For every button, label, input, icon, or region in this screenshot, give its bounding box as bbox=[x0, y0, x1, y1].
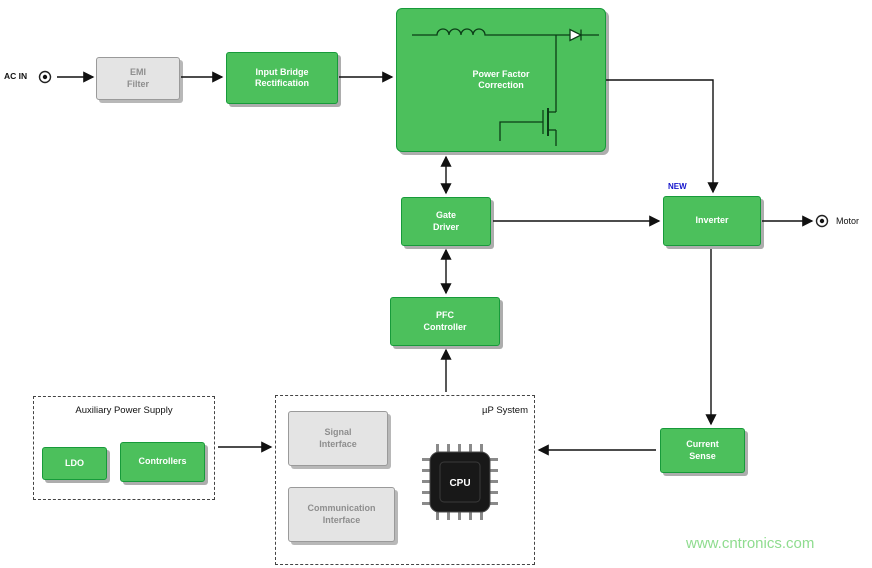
pfc-line1: Power Factor bbox=[472, 68, 530, 79]
communication-interface-line2: Interface bbox=[322, 514, 361, 525]
aux-power-supply-group bbox=[33, 396, 215, 500]
motor-terminal-icon bbox=[815, 214, 829, 228]
input-bridge-block: Input Bridge Rectification bbox=[226, 52, 338, 104]
controllers-block: Controllers bbox=[120, 442, 205, 482]
pfc-block: Power Factor Correction bbox=[396, 8, 606, 152]
gate-driver-line1: Gate bbox=[435, 210, 456, 221]
ldo-label: LDO bbox=[65, 457, 84, 468]
input-bridge-line2: Rectification bbox=[254, 78, 309, 88]
pfc-controller-line2: Controller bbox=[423, 321, 467, 332]
inverter-block: Inverter bbox=[663, 196, 761, 246]
emi-filter-block: EMI Filter bbox=[96, 57, 180, 100]
arrow-pfc-to-inverter bbox=[606, 79, 719, 194]
emi-filter-line1: EMI bbox=[129, 67, 146, 78]
inverter-label: Inverter bbox=[695, 215, 729, 226]
communication-interface-block: Communication Interface bbox=[288, 487, 395, 542]
motor-label: Motor bbox=[836, 216, 860, 226]
gate-driver-block: Gate Driver bbox=[401, 197, 491, 246]
signal-interface-block: Signal Interface bbox=[288, 411, 388, 466]
controllers-label: Controllers bbox=[138, 456, 187, 467]
communication-interface-line1: Communication bbox=[307, 503, 376, 514]
ldo-block: LDO bbox=[42, 447, 107, 480]
input-bridge-line1: Input Bridge bbox=[255, 66, 309, 77]
current-sense-line1: Current bbox=[686, 439, 719, 450]
ac-in-terminal-icon bbox=[38, 70, 52, 84]
watermark: www.cntronics.com bbox=[686, 535, 815, 552]
emi-filter-line2: Filter bbox=[126, 78, 149, 89]
new-badge: NEW bbox=[668, 182, 687, 191]
current-sense-line2: Sense bbox=[689, 450, 716, 461]
pfc-controller-line1: PFC bbox=[436, 310, 454, 321]
signal-interface-line2: Interface bbox=[319, 438, 357, 449]
aux-power-supply-title: Auxiliary Power Supply bbox=[75, 405, 173, 416]
gate-driver-line2: Driver bbox=[432, 221, 459, 232]
current-sense-block: Current Sense bbox=[660, 428, 745, 473]
up-system-group bbox=[275, 395, 535, 565]
ac-in-label: AC IN bbox=[4, 71, 28, 81]
pfc-line2: Correction bbox=[478, 80, 524, 90]
pfc-controller-block: PFC Controller bbox=[390, 297, 500, 346]
up-system-title: µP System bbox=[482, 405, 528, 416]
signal-interface-line1: Signal bbox=[324, 427, 352, 438]
